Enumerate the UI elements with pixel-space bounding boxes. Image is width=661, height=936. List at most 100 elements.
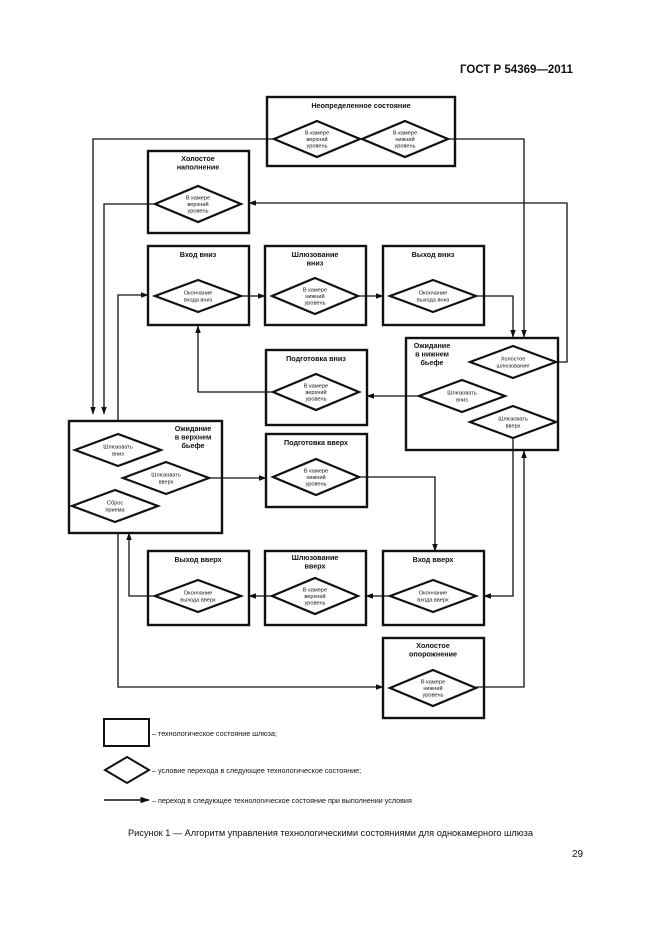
condition-label-line: верхний bbox=[306, 136, 327, 143]
condition-label-line: Сброс bbox=[107, 501, 123, 507]
state-box-wait-upper bbox=[67, 419, 224, 535]
condition-label-line: Окончание bbox=[419, 591, 447, 597]
condition-label-line: уровень bbox=[305, 601, 326, 607]
condition-label-line: уровень bbox=[306, 397, 327, 403]
condition-label-line: В камере bbox=[305, 130, 329, 136]
state-box-prep-up bbox=[264, 432, 369, 509]
state-box-idle-fill bbox=[146, 149, 251, 235]
condition-label-line: нижний bbox=[395, 136, 414, 143]
condition-label-line: выхода вверх bbox=[180, 597, 216, 603]
state-box-lock-down bbox=[263, 244, 368, 327]
state-box-lock-up bbox=[263, 549, 368, 627]
state-title: Выход вниз bbox=[412, 250, 455, 259]
condition-label-line: В камере bbox=[303, 287, 327, 293]
legend-condition-text: – условие перехода в следующее технологи… bbox=[152, 766, 361, 775]
state-title: Выход вверх bbox=[174, 555, 221, 564]
condition-label-line: вверх bbox=[159, 479, 174, 485]
transition-arrow bbox=[117, 292, 149, 420]
condition-label-line: вверх bbox=[506, 423, 521, 429]
state-title: Подготовка вверх bbox=[284, 438, 348, 447]
condition-label-line: нижний bbox=[423, 685, 442, 692]
state-title-line: Ожидание bbox=[414, 341, 450, 350]
transition-arrow bbox=[195, 325, 273, 393]
state-box-exit-down bbox=[381, 244, 486, 327]
figure-caption: Рисунок 1 — Алгоритм управления технолог… bbox=[128, 828, 533, 838]
condition-label-line: вниз bbox=[112, 451, 124, 457]
condition-diamond-shape bbox=[386, 578, 480, 614]
state-title-line: Выход вверх bbox=[174, 555, 221, 564]
state-title-line: Вход вверх bbox=[413, 555, 454, 564]
transition-arrow bbox=[359, 476, 438, 552]
condition-label-line: уровень bbox=[305, 301, 326, 307]
condition-label-line: уровень bbox=[306, 482, 327, 488]
condition-diamond-shape bbox=[119, 460, 213, 496]
condition-label-line: Шлюзовать bbox=[498, 417, 528, 423]
state-title-line: бьефе bbox=[181, 441, 204, 450]
condition-label-line: В камере bbox=[304, 383, 328, 389]
document-code: ГОСТ Р 54369—2011 bbox=[460, 64, 573, 76]
state-title-line: бьефе bbox=[420, 358, 443, 367]
state-title: Вход вверх bbox=[413, 555, 454, 564]
state-title-line: Выход вниз bbox=[412, 250, 455, 259]
condition-label-line: Холостое bbox=[501, 357, 526, 363]
condition-diamond-shape bbox=[269, 276, 361, 316]
condition-label-line: верхний bbox=[187, 201, 208, 208]
condition-label-line: В камере bbox=[421, 679, 445, 685]
condition-label-line: уровень bbox=[307, 144, 328, 150]
condition-label-line: вниз bbox=[456, 397, 468, 403]
condition-diamond-shape bbox=[359, 119, 451, 159]
state-title-line: опорожнение bbox=[409, 650, 457, 659]
transition-arrow bbox=[90, 138, 274, 415]
legend-state-symbol bbox=[103, 718, 150, 747]
transition-arrow bbox=[448, 138, 527, 338]
state-box-exit-up bbox=[146, 549, 251, 627]
condition-label-line: Окончание bbox=[184, 291, 212, 297]
state-title: Неопределенное состояние bbox=[311, 101, 410, 110]
condition-diamond-shape bbox=[151, 578, 245, 614]
condition-label-line: входа вниз bbox=[184, 297, 213, 303]
condition-label-line: шлюзование bbox=[497, 363, 530, 369]
condition-label-line: верхний bbox=[305, 389, 326, 396]
transition-arrow bbox=[476, 295, 516, 338]
state-title-line: Холостое bbox=[416, 641, 450, 650]
state-title: Вход вниз bbox=[180, 250, 217, 259]
condition-label-line: уровень bbox=[423, 693, 444, 699]
transition-arrow bbox=[117, 533, 384, 690]
transition-arrow bbox=[248, 200, 568, 363]
condition-diamond-shape bbox=[68, 488, 162, 524]
condition-diamond-shape bbox=[415, 378, 509, 414]
state-title-line: Неопределенное состояние bbox=[311, 101, 410, 110]
condition-label-line: В камере bbox=[186, 195, 210, 201]
condition-label-line: выхода вниз bbox=[417, 297, 450, 303]
